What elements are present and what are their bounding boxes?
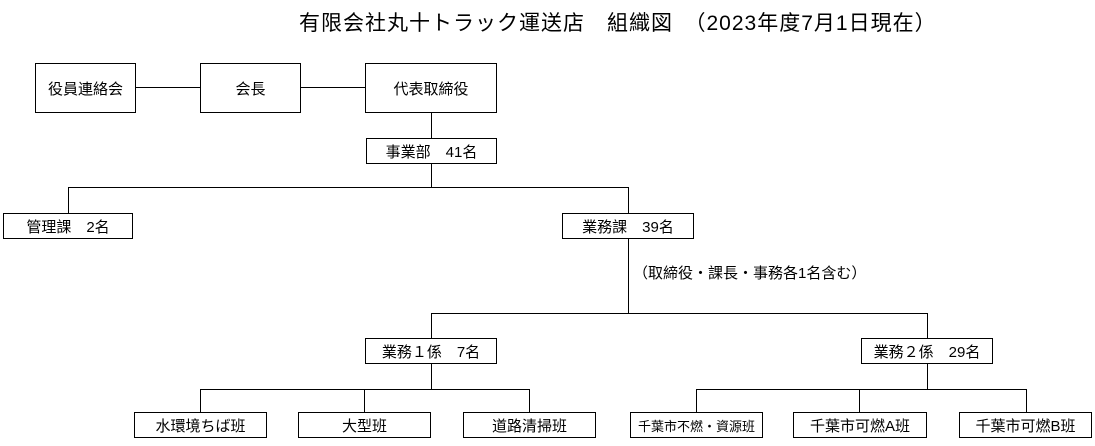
node-team-chiba-noncombustible-recyclable: 千葉市不燃・資源班 xyxy=(630,412,763,438)
connector-team-road-drop xyxy=(529,389,530,412)
node-admin-section: 管理課 2名 xyxy=(3,213,133,239)
connector-division-branch xyxy=(68,187,629,188)
node-chairman: 会長 xyxy=(200,63,301,113)
connector-unit1-down xyxy=(431,364,432,389)
node-operations-unit-2: 業務２係 29名 xyxy=(861,338,993,364)
connector-director-down xyxy=(431,113,432,138)
connector-team-water-drop xyxy=(200,389,201,412)
node-business-division: 事業部 41名 xyxy=(366,138,497,164)
chart-title: 有限会社丸十トラック運送店 組織図 （2023年度7月1日現在） xyxy=(299,12,937,35)
connector-units-branch xyxy=(431,313,928,314)
connector-unit2-drop xyxy=(927,313,928,338)
connector-unit2-down xyxy=(927,364,928,389)
node-officers-liaison-council: 役員連絡会 xyxy=(35,63,136,113)
node-team-water-env-chiba: 水環境ちば班 xyxy=(134,412,267,438)
connector-operations-drop xyxy=(628,187,629,213)
connector-unit1-drop xyxy=(431,313,432,338)
node-operations-unit-1: 業務１係 7名 xyxy=(365,338,497,364)
connector-team-large-drop xyxy=(364,389,365,412)
connector-division-down xyxy=(431,164,432,187)
connector-team-combustible-b-drop xyxy=(1026,389,1027,412)
connector-officers-chairman xyxy=(135,87,200,88)
connector-team-noncombustible-drop xyxy=(696,389,697,412)
connector-chairman-director xyxy=(301,87,365,88)
node-operations-section: 業務課 39名 xyxy=(562,213,694,239)
node-team-chiba-combustible-b: 千葉市可燃B班 xyxy=(959,412,1092,438)
connector-unit1-teams-branch xyxy=(200,389,530,390)
node-team-large-vehicle: 大型班 xyxy=(298,412,431,438)
connector-admin-drop xyxy=(68,187,69,213)
connector-team-combustible-a-drop xyxy=(859,389,860,412)
operations-section-note: （取締役・課長・事務各1名含む） xyxy=(633,265,867,282)
connector-unit2-teams-branch xyxy=(696,389,1027,390)
node-team-chiba-combustible-a: 千葉市可燃A班 xyxy=(793,412,927,438)
node-representative-director: 代表取締役 xyxy=(365,63,497,113)
node-team-road-cleaning: 道路清掃班 xyxy=(463,412,596,438)
connector-operations-down xyxy=(628,239,629,313)
